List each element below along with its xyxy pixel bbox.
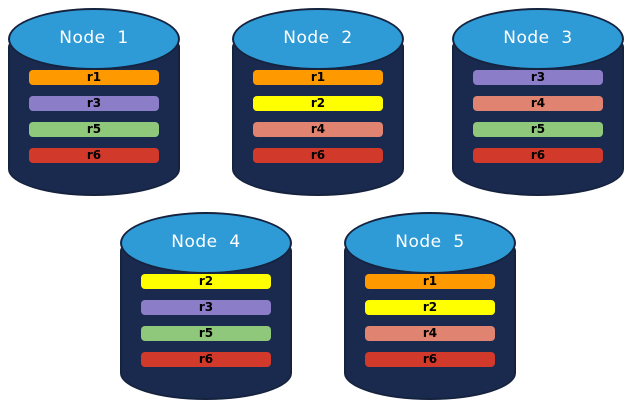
replica-bar-r5[interactable]: r5 xyxy=(141,326,271,341)
replica-stack: r1 r2 r4 r6 xyxy=(253,70,383,163)
node-label: Node 1 xyxy=(59,28,129,48)
replica-bar-r1[interactable]: r1 xyxy=(253,70,383,85)
replica-bar-r3[interactable]: r3 xyxy=(141,300,271,315)
replica-bar-r6[interactable]: r6 xyxy=(365,352,495,367)
replica-bar-r6[interactable]: r6 xyxy=(29,148,159,163)
replica-stack: r1 r3 r5 r6 xyxy=(29,70,159,163)
node-cylinder-2[interactable]: Node 2 r1 r2 r4 r6 xyxy=(232,8,404,196)
replica-bar-r3[interactable]: r3 xyxy=(29,96,159,111)
replica-bar-r2[interactable]: r2 xyxy=(253,96,383,111)
replica-bar-r2[interactable]: r2 xyxy=(141,274,271,289)
replica-bar-r4[interactable]: r4 xyxy=(365,326,495,341)
replica-bar-r1[interactable]: r1 xyxy=(365,274,495,289)
replica-stack: r3 r4 r5 r6 xyxy=(473,70,603,163)
cylinder-top-ellipse-icon xyxy=(120,212,292,274)
replica-bar-r5[interactable]: r5 xyxy=(29,122,159,137)
node-label: Node 3 xyxy=(503,28,573,48)
replica-bar-r1[interactable]: r1 xyxy=(29,70,159,85)
node-cylinder-1[interactable]: Node 1 r1 r3 r5 r6 xyxy=(8,8,180,196)
cylinder-top-ellipse-icon xyxy=(8,8,180,70)
node-cylinder-4[interactable]: Node 4 r2 r3 r5 r6 xyxy=(120,212,292,400)
replica-bar-r6[interactable]: r6 xyxy=(473,148,603,163)
cylinder-top-ellipse-icon xyxy=(452,8,624,70)
replica-bar-r5[interactable]: r5 xyxy=(473,122,603,137)
replica-stack: r1 r2 r4 r6 xyxy=(365,274,495,367)
node-label: Node 5 xyxy=(395,232,465,252)
cylinder-top-ellipse-icon xyxy=(344,212,516,274)
node-cylinder-5[interactable]: Node 5 r1 r2 r4 r6 xyxy=(344,212,516,400)
replica-bar-r6[interactable]: r6 xyxy=(141,352,271,367)
replica-bar-r4[interactable]: r4 xyxy=(473,96,603,111)
replica-bar-r2[interactable]: r2 xyxy=(365,300,495,315)
node-label: Node 2 xyxy=(283,28,353,48)
node-label: Node 4 xyxy=(171,232,241,252)
replica-bar-r3[interactable]: r3 xyxy=(473,70,603,85)
cylinder-top-ellipse-icon xyxy=(232,8,404,70)
node-cylinder-3[interactable]: Node 3 r3 r4 r5 r6 xyxy=(452,8,624,196)
replica-stack: r2 r3 r5 r6 xyxy=(141,274,271,367)
replica-bar-r6[interactable]: r6 xyxy=(253,148,383,163)
replica-bar-r4[interactable]: r4 xyxy=(253,122,383,137)
